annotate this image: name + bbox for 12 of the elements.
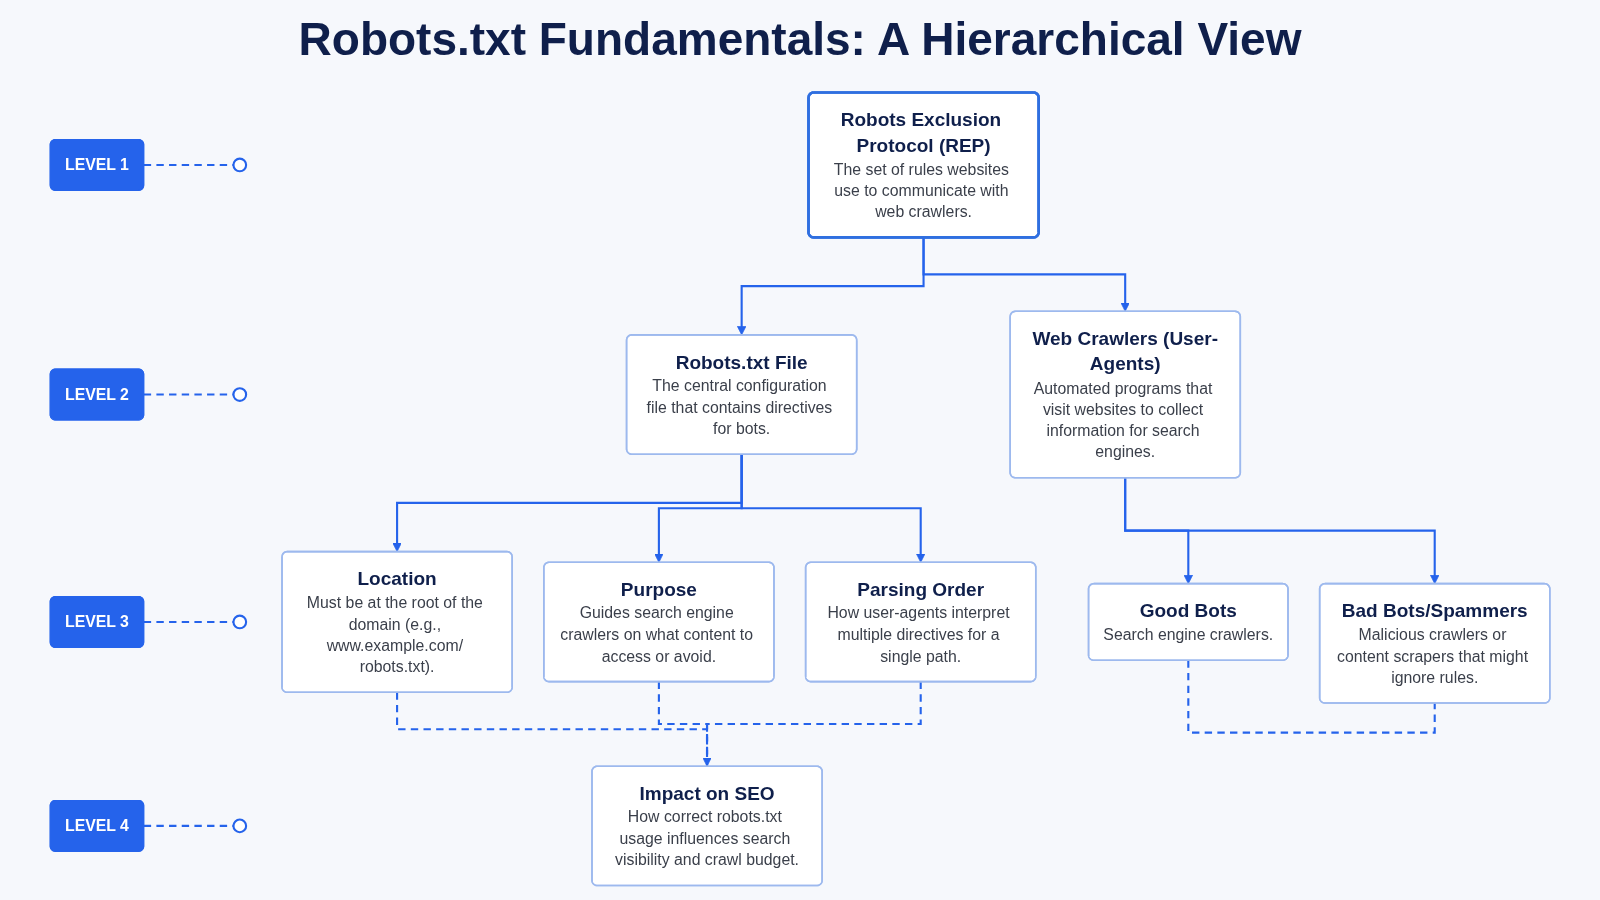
- arrow: [702, 681, 922, 767]
- connector: [143, 824, 234, 827]
- node-circle: [232, 387, 248, 402]
- node-circle: [232, 157, 248, 173]
- node-circle: [232, 818, 248, 834]
- arrow: [922, 237, 1130, 312]
- title: Robots.txt Fundamentals: A Hierarchical View: [298, 13, 1302, 65]
- connector: [1187, 660, 1436, 734]
- arrow: [1124, 477, 1440, 585]
- connector: [143, 393, 234, 396]
- node-circle: [232, 614, 248, 630]
- arrow: [740, 454, 926, 563]
